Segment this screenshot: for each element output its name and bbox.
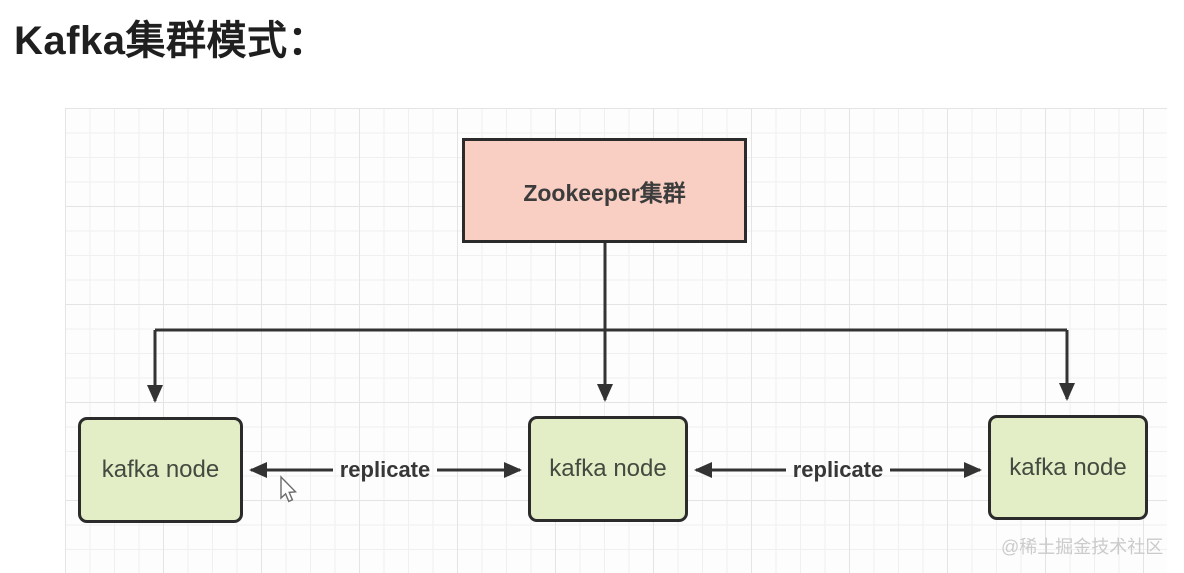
zookeeper-cluster-node: Zookeeper集群 [462, 138, 747, 243]
kafka-node-middle: kafka node [528, 416, 688, 522]
kafka-node-right: kafka node [988, 415, 1148, 520]
replicate-label-left: replicate [339, 457, 431, 482]
zookeeper-cluster-label: Zookeeper集群 [523, 179, 686, 206]
replicate-label-right: replicate [792, 457, 884, 482]
kafka-node-label: kafka node [101, 456, 220, 483]
watermark: @稀土掘金技术社区 [1001, 537, 1164, 557]
kafka-node-left: kafka node [78, 417, 243, 523]
page-title: Kafka集群模式： [14, 19, 328, 63]
kafka-node-label: kafka node [1009, 453, 1127, 481]
kafka-node-label: kafka node [549, 455, 667, 482]
